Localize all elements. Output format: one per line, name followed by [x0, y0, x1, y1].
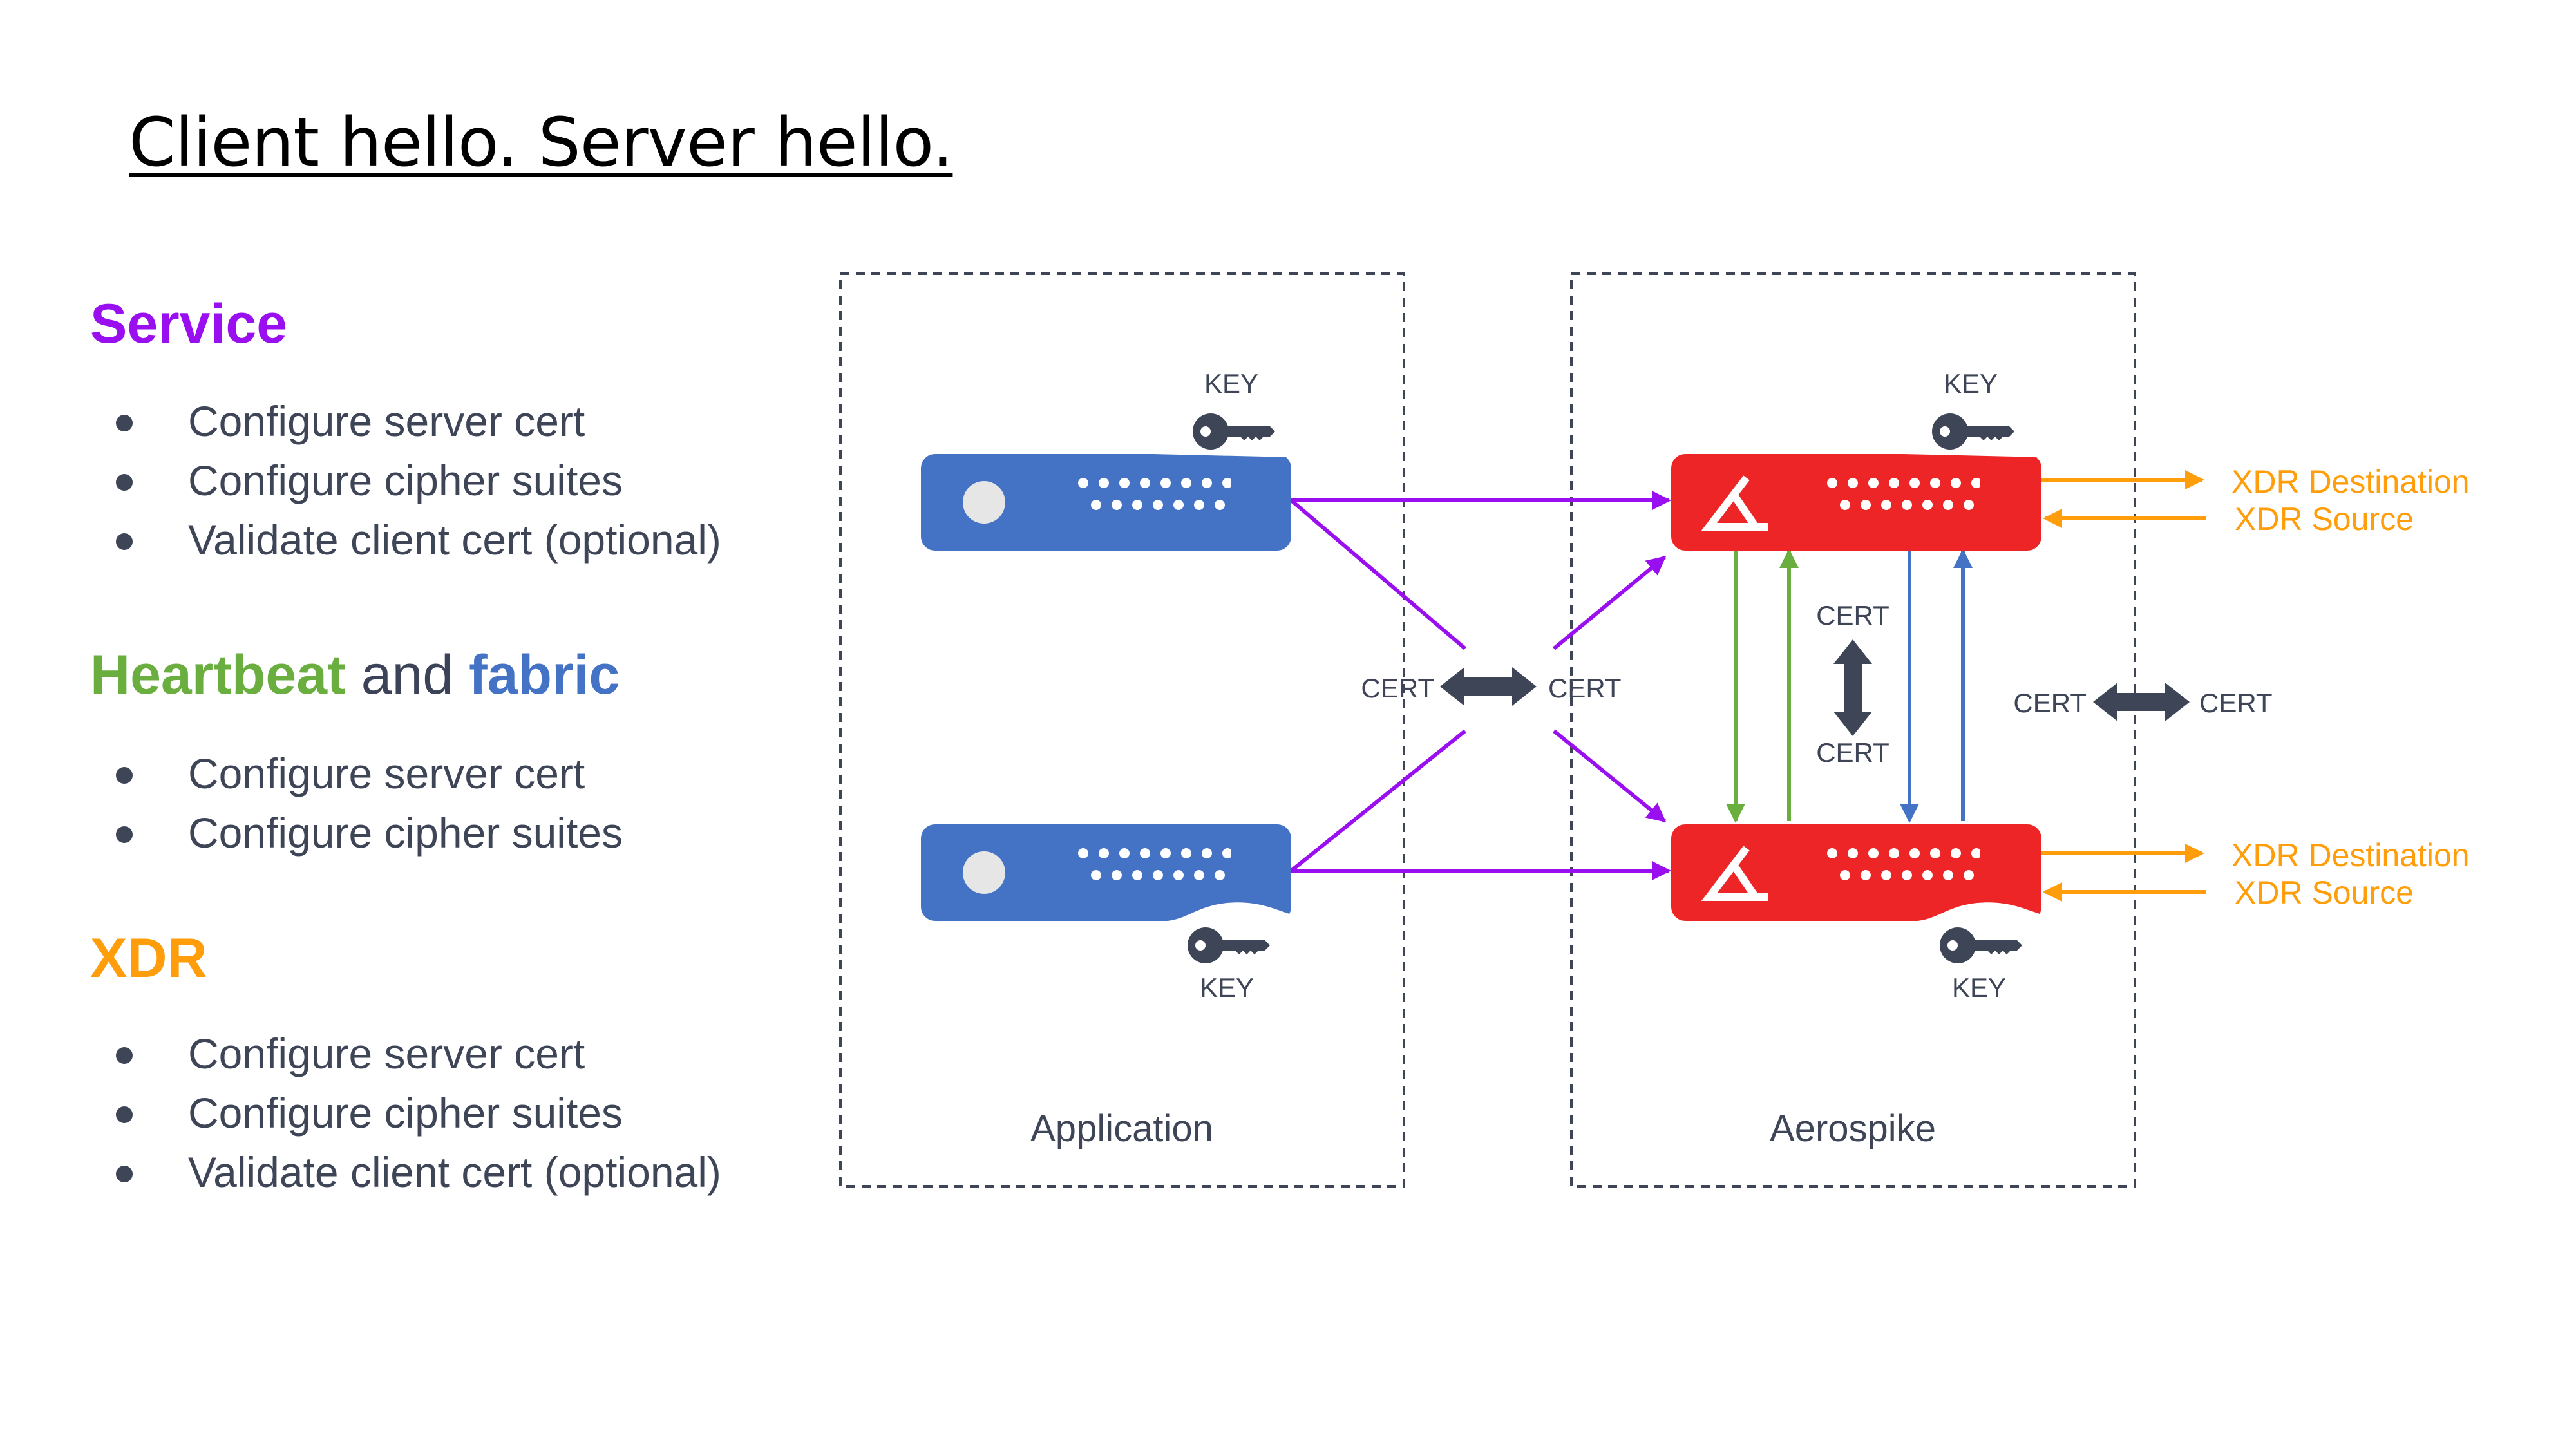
cert-label-app-right: CERT	[1548, 673, 1622, 703]
heartbeat-word: Heartbeat	[90, 644, 346, 706]
list-item: Configure server cert	[109, 1024, 721, 1083]
fabric-arrows	[1900, 549, 1973, 823]
service-cross-up-b	[1553, 555, 1667, 650]
app-server-body	[921, 454, 1291, 551]
key-label: KEY	[1204, 368, 1258, 399]
power-light-icon	[963, 481, 1005, 524]
key-label: KEY	[1200, 972, 1254, 1003]
cert-exchange-arrow-icon	[1440, 667, 1537, 706]
fabric-word: fabric	[469, 644, 620, 706]
aerospike-server-bottom: KEY	[1671, 824, 2041, 1003]
and-word: and	[361, 644, 454, 706]
aerospike-server-top: KEY	[1671, 368, 2041, 551]
list-item: Configure cipher suites	[109, 1083, 721, 1142]
key-icon	[1940, 927, 2022, 963]
application-label: Application	[1030, 1108, 1213, 1150]
cert-label-xdr-right: CERT	[2199, 688, 2273, 718]
page-title: Client hello. Server hello.	[129, 103, 953, 182]
bullet-icon	[116, 1106, 133, 1123]
xdr-arrows	[2041, 470, 2206, 902]
cert-label-app-left: CERT	[1361, 673, 1434, 703]
list-item: Configure cipher suites	[109, 451, 721, 510]
list-item: Configure server cert	[109, 392, 721, 451]
xdr-destination-label-bottom: XDR Destination	[2231, 837, 2470, 873]
xdr-destination-label-top: XDR Destination	[2231, 464, 2470, 500]
bullet-icon	[116, 1166, 133, 1182]
cert-label-cluster-top: CERT	[1816, 600, 1889, 630]
heartbeat-arrows	[1726, 549, 1799, 823]
service-cross-down-b	[1553, 729, 1667, 823]
service-list: Configure server cert Configure cipher s…	[109, 392, 721, 569]
service-heading: Service	[90, 293, 288, 355]
cert-label-xdr-left: CERT	[2013, 688, 2087, 718]
xdr-source-label-bottom: XDR Source	[2235, 875, 2414, 911]
list-item: Validate client cert (optional)	[109, 510, 721, 569]
service-cross-down-a	[1290, 498, 1466, 650]
power-light-icon	[963, 851, 1005, 894]
key-notch	[1903, 902, 2041, 922]
service-arrows	[1290, 491, 1671, 880]
aerospike-label: Aerospike	[1770, 1108, 1936, 1150]
bullet-icon	[116, 1047, 133, 1064]
application-box	[839, 272, 1405, 1188]
cert-exchange-vertical-arrow-icon	[1833, 639, 1872, 736]
cert-label-cluster-bottom: CERT	[1816, 737, 1889, 768]
heartbeat-list: Configure server cert Configure cipher s…	[109, 744, 623, 862]
list-item: Configure cipher suites	[109, 803, 623, 862]
xdr-list: Configure server cert Configure cipher s…	[109, 1024, 721, 1202]
xdr-source-label-top: XDR Source	[2235, 501, 2414, 537]
bullet-icon	[116, 767, 133, 784]
app-server-bottom: KEY	[921, 824, 1291, 1003]
heartbeat-fabric-heading: Heartbeat and fabric	[90, 647, 620, 703]
bullet-icon	[116, 474, 133, 491]
xdr-heading: XDR	[90, 927, 207, 989]
bullet-icon	[116, 533, 133, 550]
app-server-top: KEY	[921, 368, 1291, 551]
app-server-body	[921, 824, 1291, 921]
key-notch	[1153, 902, 1291, 922]
service-cross-up-a	[1290, 729, 1466, 873]
key-label: KEY	[1952, 972, 2006, 1003]
key-icon	[1188, 927, 1270, 963]
aerospike-logo-icon	[1701, 475, 1768, 531]
aerospike-logo-icon	[1701, 846, 1768, 901]
cert-exchange-xdr-arrow-icon	[2093, 683, 2190, 721]
bullet-icon	[116, 826, 133, 843]
list-item: Validate client cert (optional)	[109, 1142, 721, 1202]
bullet-icon	[116, 415, 133, 431]
key-label: KEY	[1944, 368, 1998, 399]
aerospike-box	[1570, 272, 2136, 1188]
list-item: Configure server cert	[109, 744, 623, 803]
